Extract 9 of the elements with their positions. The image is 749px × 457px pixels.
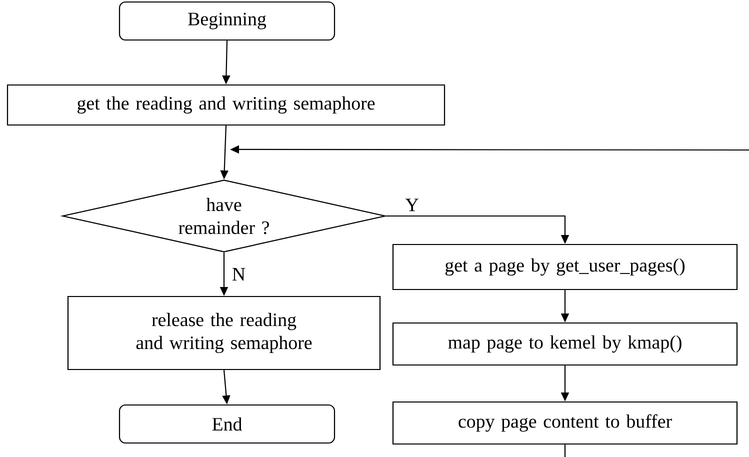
- edge-label: Y: [405, 198, 418, 212]
- process-box: get the reading and writing semaphore: [6, 84, 446, 126]
- terminal-box: Beginning: [118, 1, 336, 41]
- process-box: copy page content to buffer: [392, 401, 738, 445]
- terminal-box: End: [118, 404, 336, 444]
- edge-label: N: [232, 268, 246, 280]
- process-box: get a page by get_user_pages(): [392, 244, 738, 290]
- process-box: map page to kemel by kmap(): [392, 322, 738, 366]
- process-box: release the reading and writing semaphore: [67, 296, 381, 370]
